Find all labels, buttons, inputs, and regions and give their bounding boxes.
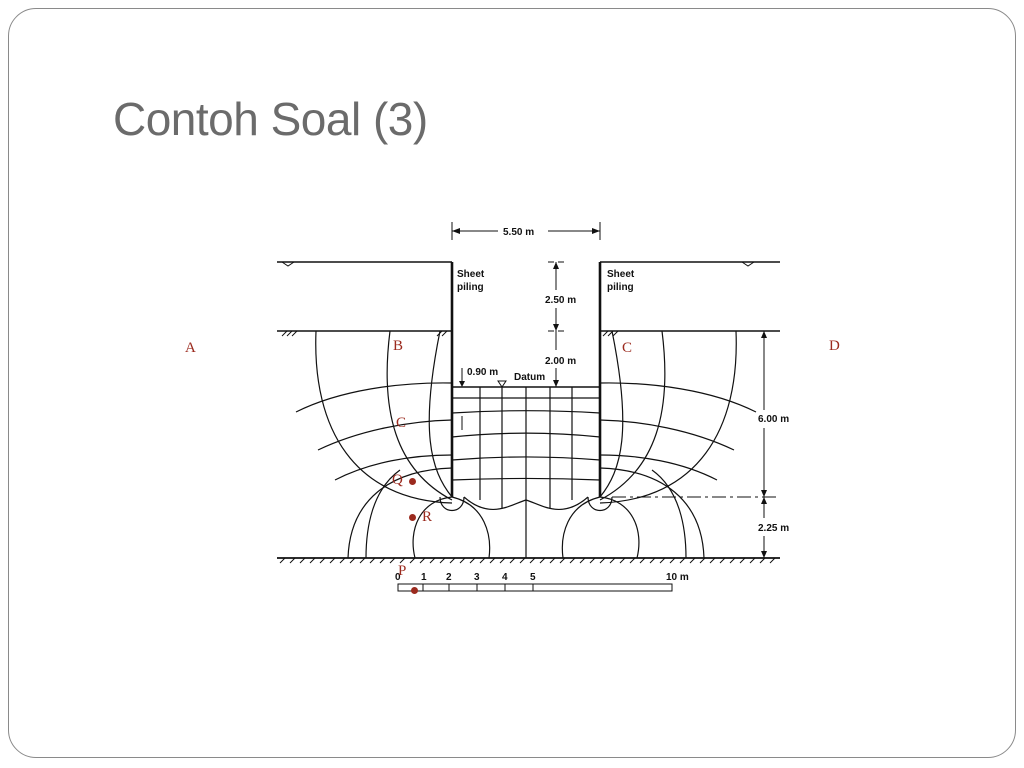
left-piling-line2: piling xyxy=(457,282,484,293)
marker-label-q: Q xyxy=(392,472,403,488)
datum-label: Datum xyxy=(514,372,545,383)
datum-offset-label: 0.90 m xyxy=(467,367,498,378)
marker-label-r: R xyxy=(422,509,433,525)
scale-tick-2: 2 xyxy=(446,572,452,583)
dim-lower-label: 2.00 m xyxy=(545,356,576,367)
flow-lines-left xyxy=(315,330,491,559)
equipotential-lines-center xyxy=(451,397,601,481)
scale-tick-5: 5 xyxy=(530,572,536,583)
equipotential-lines-right xyxy=(599,382,757,559)
flow-lines-center xyxy=(463,387,589,558)
marker-label-p: P xyxy=(398,563,407,579)
point-p-dot xyxy=(411,587,418,594)
equipotential-lines-left xyxy=(295,382,453,559)
flow-lines-right xyxy=(561,330,737,559)
toe-label: 2.25 m xyxy=(758,523,789,534)
scale-tick-1: 1 xyxy=(421,572,427,583)
right-piling-line2: piling xyxy=(607,282,634,293)
slide-title: Contoh Soal (3) xyxy=(113,93,428,145)
right-piling-line1: Sheet xyxy=(607,269,635,280)
scale-tick-3: 3 xyxy=(474,572,480,583)
dim-upper-label: 2.50 m xyxy=(545,295,576,306)
point-r-dot xyxy=(409,514,416,521)
scale-tick-4: 4 xyxy=(502,572,508,583)
width-label: 5.50 m xyxy=(503,227,534,238)
marker-label-b: B xyxy=(393,338,404,354)
scale-bar xyxy=(397,583,673,592)
marker-label-c-left: C xyxy=(396,415,407,431)
marker-label-c-right: C xyxy=(622,340,633,356)
scale-tick-0: 0 xyxy=(395,572,401,583)
scale-tick-10: 10 m xyxy=(666,572,689,583)
point-q-dot xyxy=(409,478,416,485)
left-piling-line1: Sheet xyxy=(457,269,485,280)
marker-label-a: A xyxy=(185,340,196,356)
slide-frame xyxy=(8,8,1016,758)
depth-label: 6.00 m xyxy=(758,414,789,425)
marker-label-d: D xyxy=(829,338,840,354)
